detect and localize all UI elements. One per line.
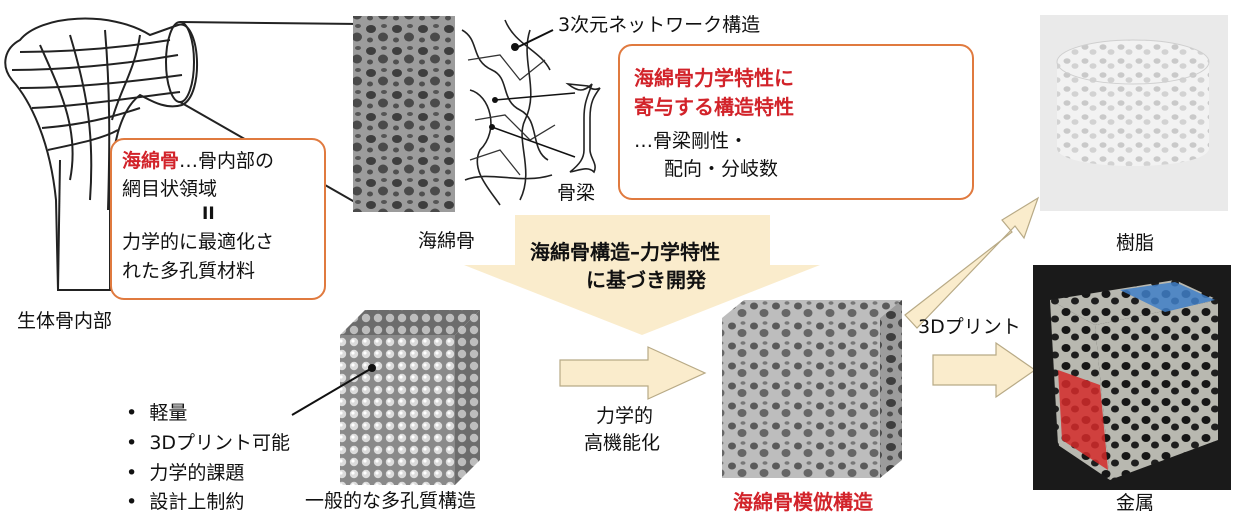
properties-detail-line2: 配向・分岐数	[664, 158, 779, 180]
lattice-cube	[340, 310, 480, 485]
bone-box-line1: 海綿骨…骨内部の	[122, 150, 274, 174]
properties-detail-line1: …骨梁剛性・	[634, 130, 749, 152]
spongy-bone-definition-box	[110, 138, 326, 300]
bone-box-line5: れた多孔質材料	[122, 260, 256, 282]
bullet-mark: •	[126, 491, 138, 514]
bullet-mark: •	[126, 402, 138, 424]
mimic-caption: 海綿骨模倣構造	[733, 490, 873, 514]
bullet-text: 軽量	[149, 402, 188, 424]
bone-box-line2: 網目状領域	[122, 178, 218, 200]
bullet-item: • 軽量	[126, 402, 290, 426]
bullet-item: • 設計上制約	[126, 491, 290, 515]
structure-properties-box	[618, 44, 974, 200]
properties-title-line2: 寄与する構造特性	[634, 95, 794, 119]
bone-box-equiv: II	[202, 204, 215, 224]
trabecula-icon	[565, 82, 601, 174]
arrow-down-text-line1: 海綿骨構造–力学特性	[530, 240, 720, 264]
arrow-down-text-line2: に基づき開発	[586, 268, 706, 292]
bullet-item: • 3Dプリント可能	[126, 432, 290, 456]
spongy-bone-image	[353, 16, 558, 212]
enhance-line2: 高機能化	[584, 432, 661, 454]
bullet-mark: •	[126, 431, 138, 454]
metal-caption: 金属	[1116, 492, 1155, 514]
down-arrow	[464, 215, 820, 335]
general-caption: 一般的な多孔質構造	[305, 490, 477, 512]
resin-caption: 樹脂	[1116, 232, 1155, 254]
enhance-line1: 力学的	[596, 405, 654, 427]
network-label: 3次元ネットワーク構造	[558, 14, 761, 36]
spongy-caption: 海綿骨	[418, 230, 476, 252]
bone-box-head-rest: …骨内部の	[179, 150, 275, 172]
properties-title-line1: 海綿骨力学特性に	[634, 66, 794, 90]
trabecula-label: 骨梁	[557, 182, 596, 204]
bone-box-head-red: 海綿骨	[122, 150, 180, 172]
resin-photo	[1040, 15, 1228, 211]
print-label: 3Dプリント	[918, 316, 1021, 338]
general-bullet-list: • 軽量 • 3Dプリント可能 • 力学的課題 • 設計上制約	[126, 402, 290, 515]
metal-photo	[1033, 265, 1231, 490]
bone-caption: 生体骨内部	[17, 310, 113, 332]
arrow-to-metal	[932, 341, 1037, 399]
bone-box-line4: 力学的に最適化さ	[122, 231, 275, 253]
bullet-text: 設計上制約	[149, 491, 245, 514]
bullet-text: 3Dプリント可能	[149, 431, 291, 454]
bullet-mark: •	[126, 461, 138, 484]
right-arrow-enhance	[559, 346, 707, 400]
bullet-item: • 力学的課題	[126, 462, 290, 486]
mimic-cube	[722, 300, 902, 478]
bullet-text: 力学的課題	[149, 461, 245, 484]
arrow-to-resin	[904, 196, 1040, 329]
